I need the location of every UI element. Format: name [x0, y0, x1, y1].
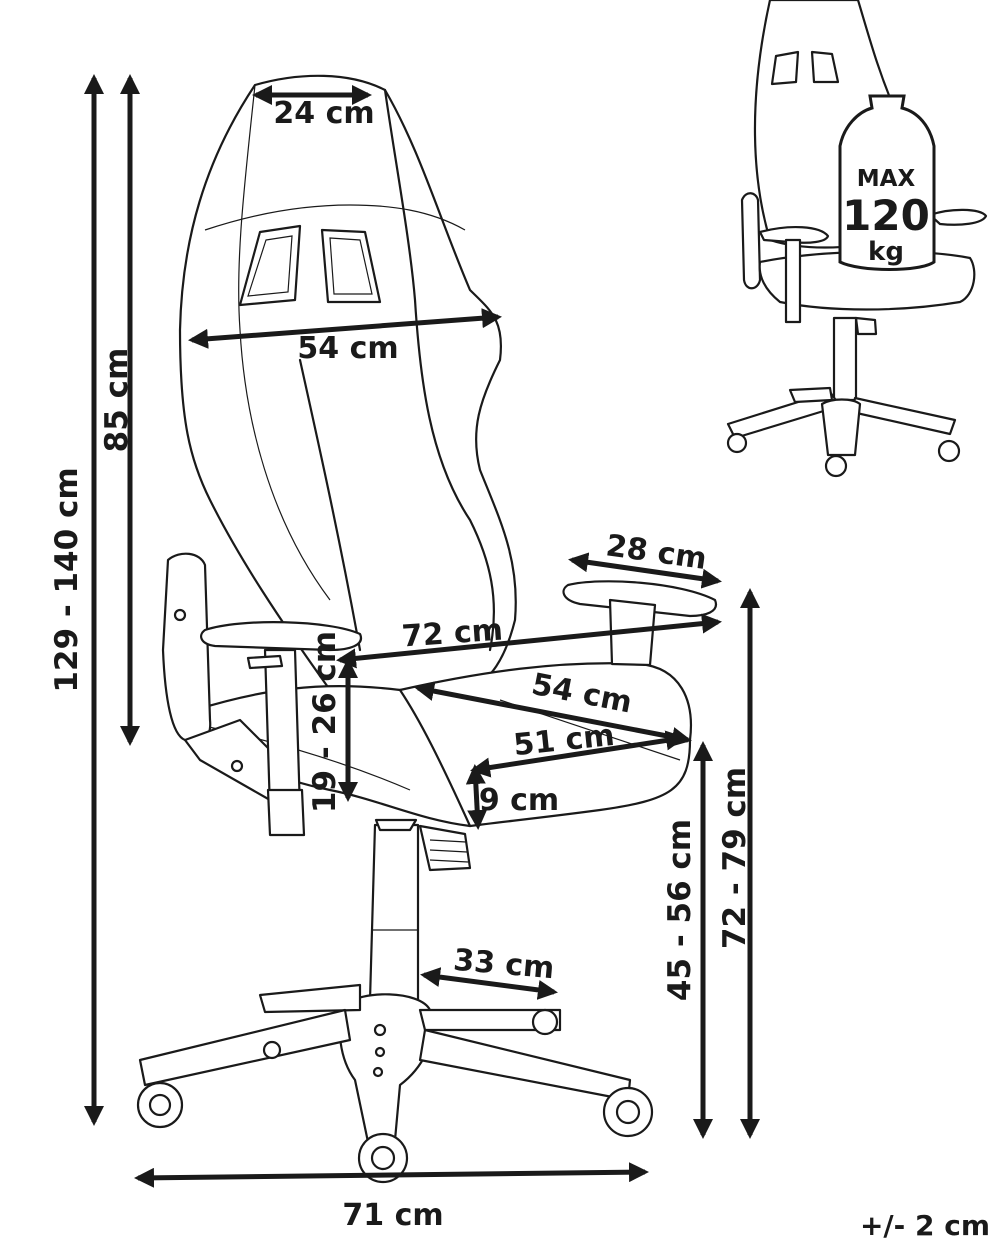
- backrest-slot-left: [238, 224, 302, 307]
- max-load-badge: MAX 120 kg: [838, 94, 936, 271]
- armrest-length-arrow: [568, 552, 722, 589]
- backrest-slot-right: [320, 228, 382, 304]
- armrest-length-label: 28 cm: [604, 528, 709, 577]
- seat-height-label: 45 - 56 cm: [662, 819, 698, 1001]
- backrest-width-label: 54 cm: [297, 331, 398, 366]
- seat-thickness-label: 9 cm: [479, 783, 559, 818]
- base-width-label: 71 cm: [342, 1198, 443, 1233]
- armrest-height-label: 72 - 79 cm: [717, 767, 753, 949]
- headrest-width-label: 24 cm: [273, 96, 374, 131]
- max-load-label: MAX: [857, 166, 916, 192]
- gas-lift: [368, 823, 420, 1002]
- armrest-to-seat-label: 19 - 26 cm: [307, 631, 343, 813]
- backrest: [178, 74, 517, 692]
- base-width-arrow: [134, 1162, 649, 1188]
- backrest-width-arrow: [188, 308, 502, 349]
- seat-thickness-arrow: [465, 764, 488, 830]
- max-load-value: 120: [842, 191, 930, 240]
- armrest-distance-label: 72 cm: [401, 613, 504, 655]
- backrest-height-label: 85 cm: [99, 348, 135, 453]
- armrest-distance-arrow: [336, 613, 722, 669]
- total-height-label: 129 - 140 cm: [49, 467, 85, 692]
- tolerance-note: +/- 2 cm: [860, 1209, 990, 1242]
- leg-length-arrow: [420, 967, 558, 1000]
- dimension-arrows: [84, 74, 760, 1188]
- seat-width-arrow: [470, 730, 686, 778]
- max-load-unit: kg: [868, 237, 904, 267]
- seat-bolster-left: [161, 552, 212, 743]
- star-base: [138, 983, 632, 1144]
